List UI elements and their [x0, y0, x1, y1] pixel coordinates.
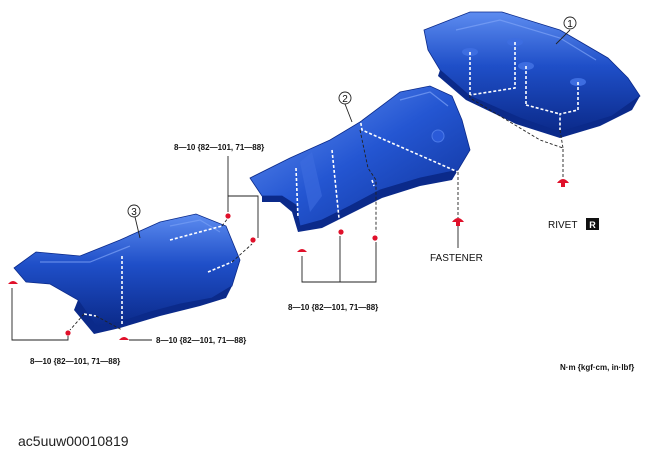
torque-bracket-bottom-left	[11, 288, 69, 341]
fastener-icon	[452, 218, 464, 226]
callout-3-leader	[134, 216, 141, 239]
fastener-label: FASTENER	[430, 253, 483, 264]
part2-nuts	[297, 229, 378, 252]
callout-2-circle	[338, 91, 352, 105]
callout-2-number: 2	[342, 94, 348, 105]
rivet-label: RIVET	[548, 220, 577, 231]
heat-shield-1	[423, 11, 641, 138]
heat-shield-3	[13, 213, 241, 334]
rivet-badge	[586, 218, 599, 230]
rivet-badge-letter: R	[589, 220, 596, 230]
torque-bottom-center: 8—10 {82—101, 71—88}	[288, 303, 378, 312]
part3-dash	[69, 217, 253, 331]
torque-bottom-left: 8—10 {82—101, 71—88}	[30, 357, 120, 366]
callout-3-number: 3	[131, 207, 137, 218]
torque-middle-right: 8—10 {82—101, 71—88}	[156, 336, 246, 345]
callout-1-leader	[555, 29, 571, 45]
part2-dash	[359, 129, 377, 232]
image-code: ac5uuw00010819	[18, 433, 129, 449]
callout-1-number: 1	[567, 19, 573, 30]
rivet-icon	[557, 179, 569, 187]
torque-top-left: 8—10 {82—101, 71—88}	[174, 143, 264, 152]
torque-bracket-top-left	[227, 195, 259, 238]
units-label: N·m {kgf·cm, in·lbf}	[560, 363, 634, 372]
rivet-dash-lines	[469, 95, 564, 178]
callout-2-leader	[344, 103, 353, 123]
heat-shield-2	[249, 85, 471, 232]
callout-3-circle	[127, 204, 141, 218]
torque-bracket-bottom-center	[301, 236, 377, 283]
callout-1-circle	[563, 16, 577, 30]
part3-nuts	[8, 213, 256, 340]
